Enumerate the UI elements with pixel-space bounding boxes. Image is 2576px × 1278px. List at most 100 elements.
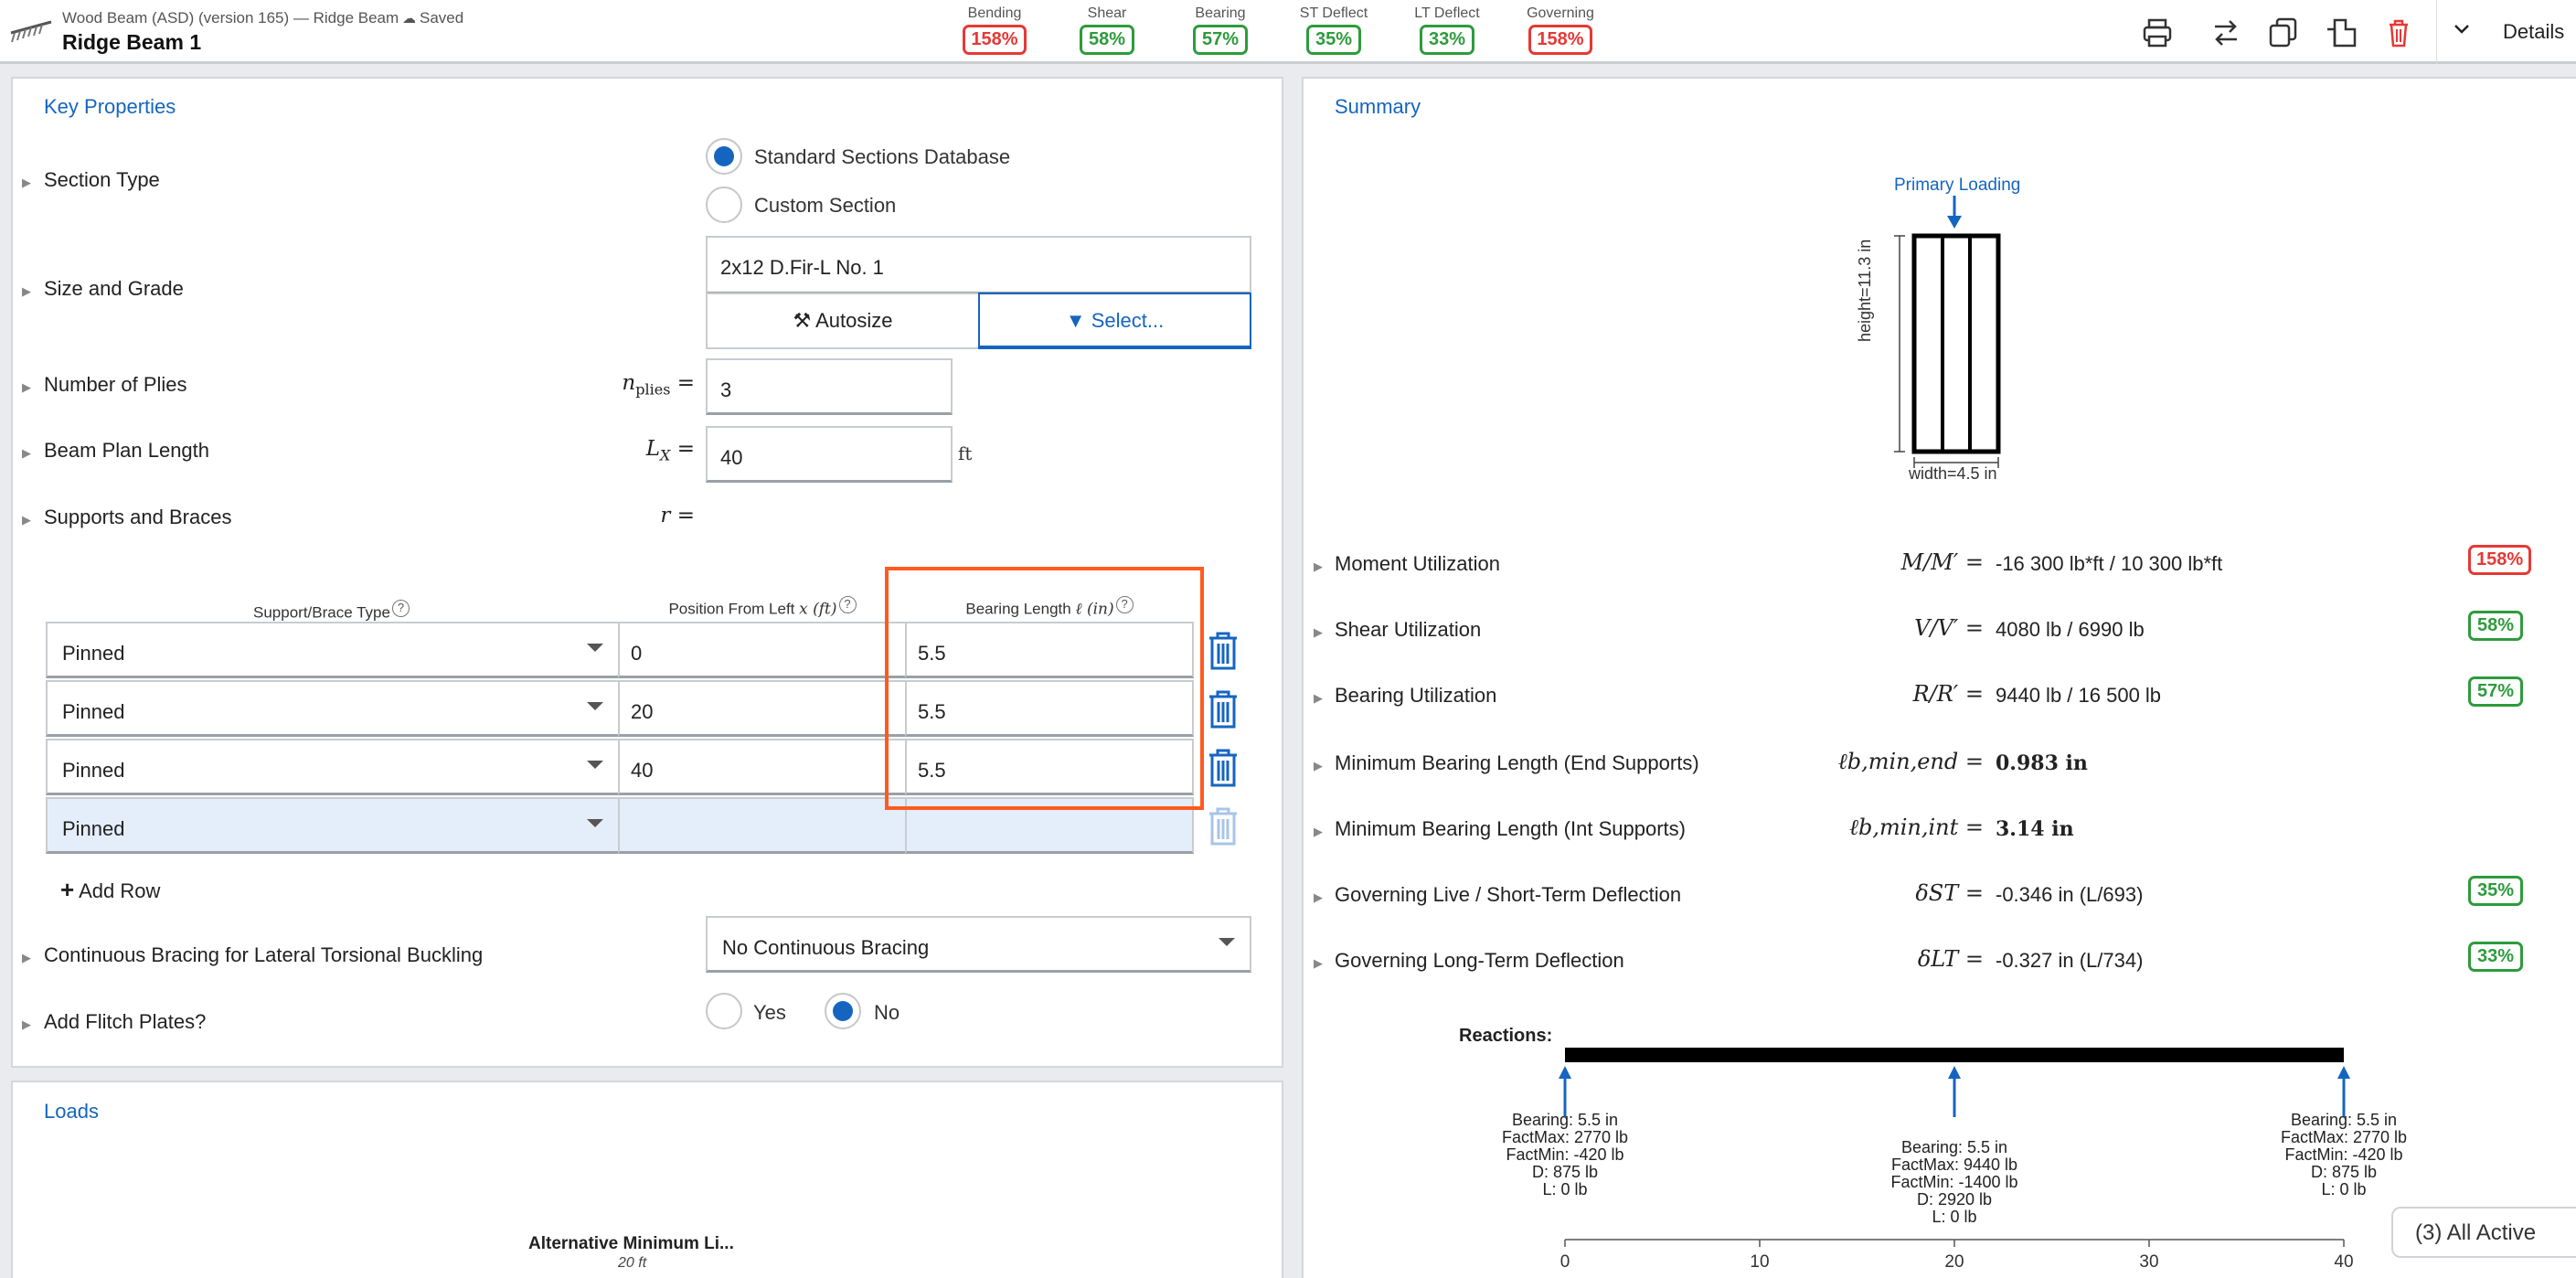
support-position-input[interactable]: 0 [618, 622, 907, 678]
expand-caret-icon[interactable]: ▶ [1314, 625, 1323, 639]
support-bearing-input[interactable]: 5.5 [905, 680, 1194, 737]
util-lt-deflect[interactable]: LT Deflect 33% [1406, 5, 1488, 55]
expand-caret-icon[interactable]: ▶ [22, 1017, 31, 1031]
width-dim-line [1913, 457, 1999, 468]
radio-custom-section-label: Custom Section [754, 194, 897, 217]
expand-caret-icon[interactable]: ▶ [1314, 559, 1323, 573]
summary-row-value: 3.14 in [1996, 817, 2074, 841]
details-button[interactable]: Details [2443, 0, 2576, 64]
select-button[interactable]: ▼ Select... [978, 293, 1251, 349]
reaction-arrowhead [2337, 1066, 2350, 1079]
radio-standard-sections[interactable] [706, 138, 742, 175]
trash-icon[interactable] [1207, 748, 1240, 788]
add-row-label: Add Row [79, 879, 161, 902]
size-grade-field[interactable]: 2x12 D.Fir-L No. 1 [706, 236, 1251, 294]
flitch-label: Add Flitch Plates? [44, 1010, 207, 1033]
bracing-select[interactable]: No Continuous Bracing [706, 916, 1251, 973]
x-axis-tick-label: 40 [2334, 1252, 2353, 1272]
expand-caret-icon[interactable]: ▶ [1314, 759, 1323, 772]
dropdown-arrow-icon [587, 761, 603, 769]
support-position-input[interactable]: 40 [618, 739, 907, 795]
util-label: LT Deflect [1414, 5, 1480, 21]
util-bearing[interactable]: Bearing 57% [1179, 5, 1261, 55]
expand-caret-icon[interactable]: ▶ [22, 446, 31, 460]
status-badge: 57% [2468, 676, 2523, 707]
util-st-deflect[interactable]: ST Deflect 35% [1293, 5, 1375, 55]
radio-flitch-no[interactable] [825, 993, 861, 1029]
trash-icon[interactable] [1207, 631, 1240, 671]
width-dimension-label: width=4.5 in [1909, 464, 1997, 483]
support-type-select-new[interactable]: Pinned [46, 797, 620, 854]
trash-icon-disabled [1209, 807, 1237, 846]
util-governing[interactable]: Governing 158% [1519, 5, 1602, 55]
help-icon[interactable]: ? [838, 596, 857, 613]
support-position-input-new[interactable] [618, 797, 907, 854]
summary-title: Summary [1335, 95, 1421, 118]
chevron-down-icon [2454, 25, 2469, 34]
primary-loading-label: Primary Loading [1894, 176, 2021, 195]
plan-length-label: Beam Plan Length [44, 439, 210, 462]
support-bearing-input[interactable]: 5.5 [905, 622, 1194, 678]
active-filters-tab[interactable]: (3) All Active [2391, 1207, 2576, 1258]
help-icon[interactable]: ? [391, 600, 410, 617]
support-type-select[interactable]: Pinned [46, 622, 620, 678]
expand-caret-icon[interactable]: ▶ [1314, 691, 1323, 705]
radio-flitch-no-label: No [874, 1001, 900, 1024]
col-header-position-text: Position From Left [668, 600, 795, 618]
support-type-value: Pinned [62, 642, 125, 665]
util-bending[interactable]: Bending 158% [953, 5, 1036, 55]
help-icon[interactable]: ? [1115, 596, 1134, 613]
add-row-button[interactable]: + Add Row [60, 876, 160, 904]
reaction-line: L: 0 lb [2321, 1180, 2367, 1198]
util-shear[interactable]: Shear 58% [1066, 5, 1148, 55]
reaction-arrowhead [1948, 1066, 1961, 1079]
expand-caret-icon[interactable]: ▶ [22, 951, 31, 964]
support-type-select[interactable]: Pinned [46, 680, 620, 737]
swap-icon[interactable] [2208, 15, 2244, 51]
plies-input[interactable]: 3 [706, 358, 953, 415]
duplicate-icon[interactable] [2265, 15, 2302, 51]
plies-label: Number of Plies [44, 373, 187, 396]
dropdown-arrow-icon [587, 819, 603, 827]
reaction-line: D: 2920 lb [1916, 1190, 1993, 1209]
expand-caret-icon[interactable]: ▶ [22, 380, 31, 394]
reaction-line: Bearing: 5.5 in [2290, 1111, 2398, 1129]
expand-caret-icon[interactable]: ▶ [1314, 825, 1323, 838]
plies-symbol-main: n [622, 371, 636, 395]
plan-length-input[interactable]: 40 [706, 426, 953, 483]
expand-caret-icon[interactable]: ▶ [1314, 890, 1323, 904]
copy-icon[interactable] [2322, 15, 2358, 51]
expand-caret-icon[interactable]: ▶ [22, 513, 31, 527]
summary-row-label: Bearing Utilization [1335, 684, 1497, 707]
app-subtitle: Wood Beam (ASD) (version 165) — Ridge Be… [62, 9, 399, 27]
size-grade-label: Size and Grade [44, 277, 184, 300]
expand-caret-icon[interactable]: ▶ [1314, 956, 1323, 970]
toolbar-divider [2436, 0, 2437, 64]
col-header-position: Position From Left x (ft)? [620, 596, 905, 619]
delete-icon[interactable] [2380, 15, 2417, 51]
radio-custom-section[interactable] [706, 186, 742, 223]
expand-caret-icon[interactable]: ▶ [22, 284, 31, 298]
loading-arrowhead [1947, 216, 1962, 229]
trash-icon[interactable] [1207, 689, 1240, 730]
expand-caret-icon[interactable]: ▶ [22, 176, 31, 189]
reaction-line: FactMax: 9440 lb [1890, 1156, 2018, 1174]
page-title: Ridge Beam 1 [62, 30, 202, 54]
reaction-line: FactMin: -420 lb [2284, 1145, 2403, 1164]
print-icon[interactable] [2139, 15, 2176, 51]
dropdown-arrow-icon [587, 644, 603, 652]
reaction-line: D: 875 lb [1531, 1163, 1599, 1181]
support-position-input[interactable]: 20 [618, 680, 907, 737]
support-bearing-input[interactable]: 5.5 [905, 739, 1194, 795]
reaction-line: L: 0 lb [1932, 1208, 1977, 1226]
summary-row-symbol: δST = [1915, 880, 1984, 906]
radio-flitch-yes-label: Yes [753, 1001, 786, 1024]
bracing-value: No Continuous Bracing [722, 936, 930, 959]
radio-flitch-yes[interactable] [706, 993, 742, 1029]
util-label: Bearing [1195, 5, 1246, 21]
support-type-select[interactable]: Pinned [46, 739, 620, 795]
autosize-button[interactable]: ⚒ Autosize [706, 293, 980, 349]
filter-icon: ▼ [1065, 309, 1086, 332]
summary-row-label: Minimum Bearing Length (Int Supports) [1335, 817, 1686, 840]
